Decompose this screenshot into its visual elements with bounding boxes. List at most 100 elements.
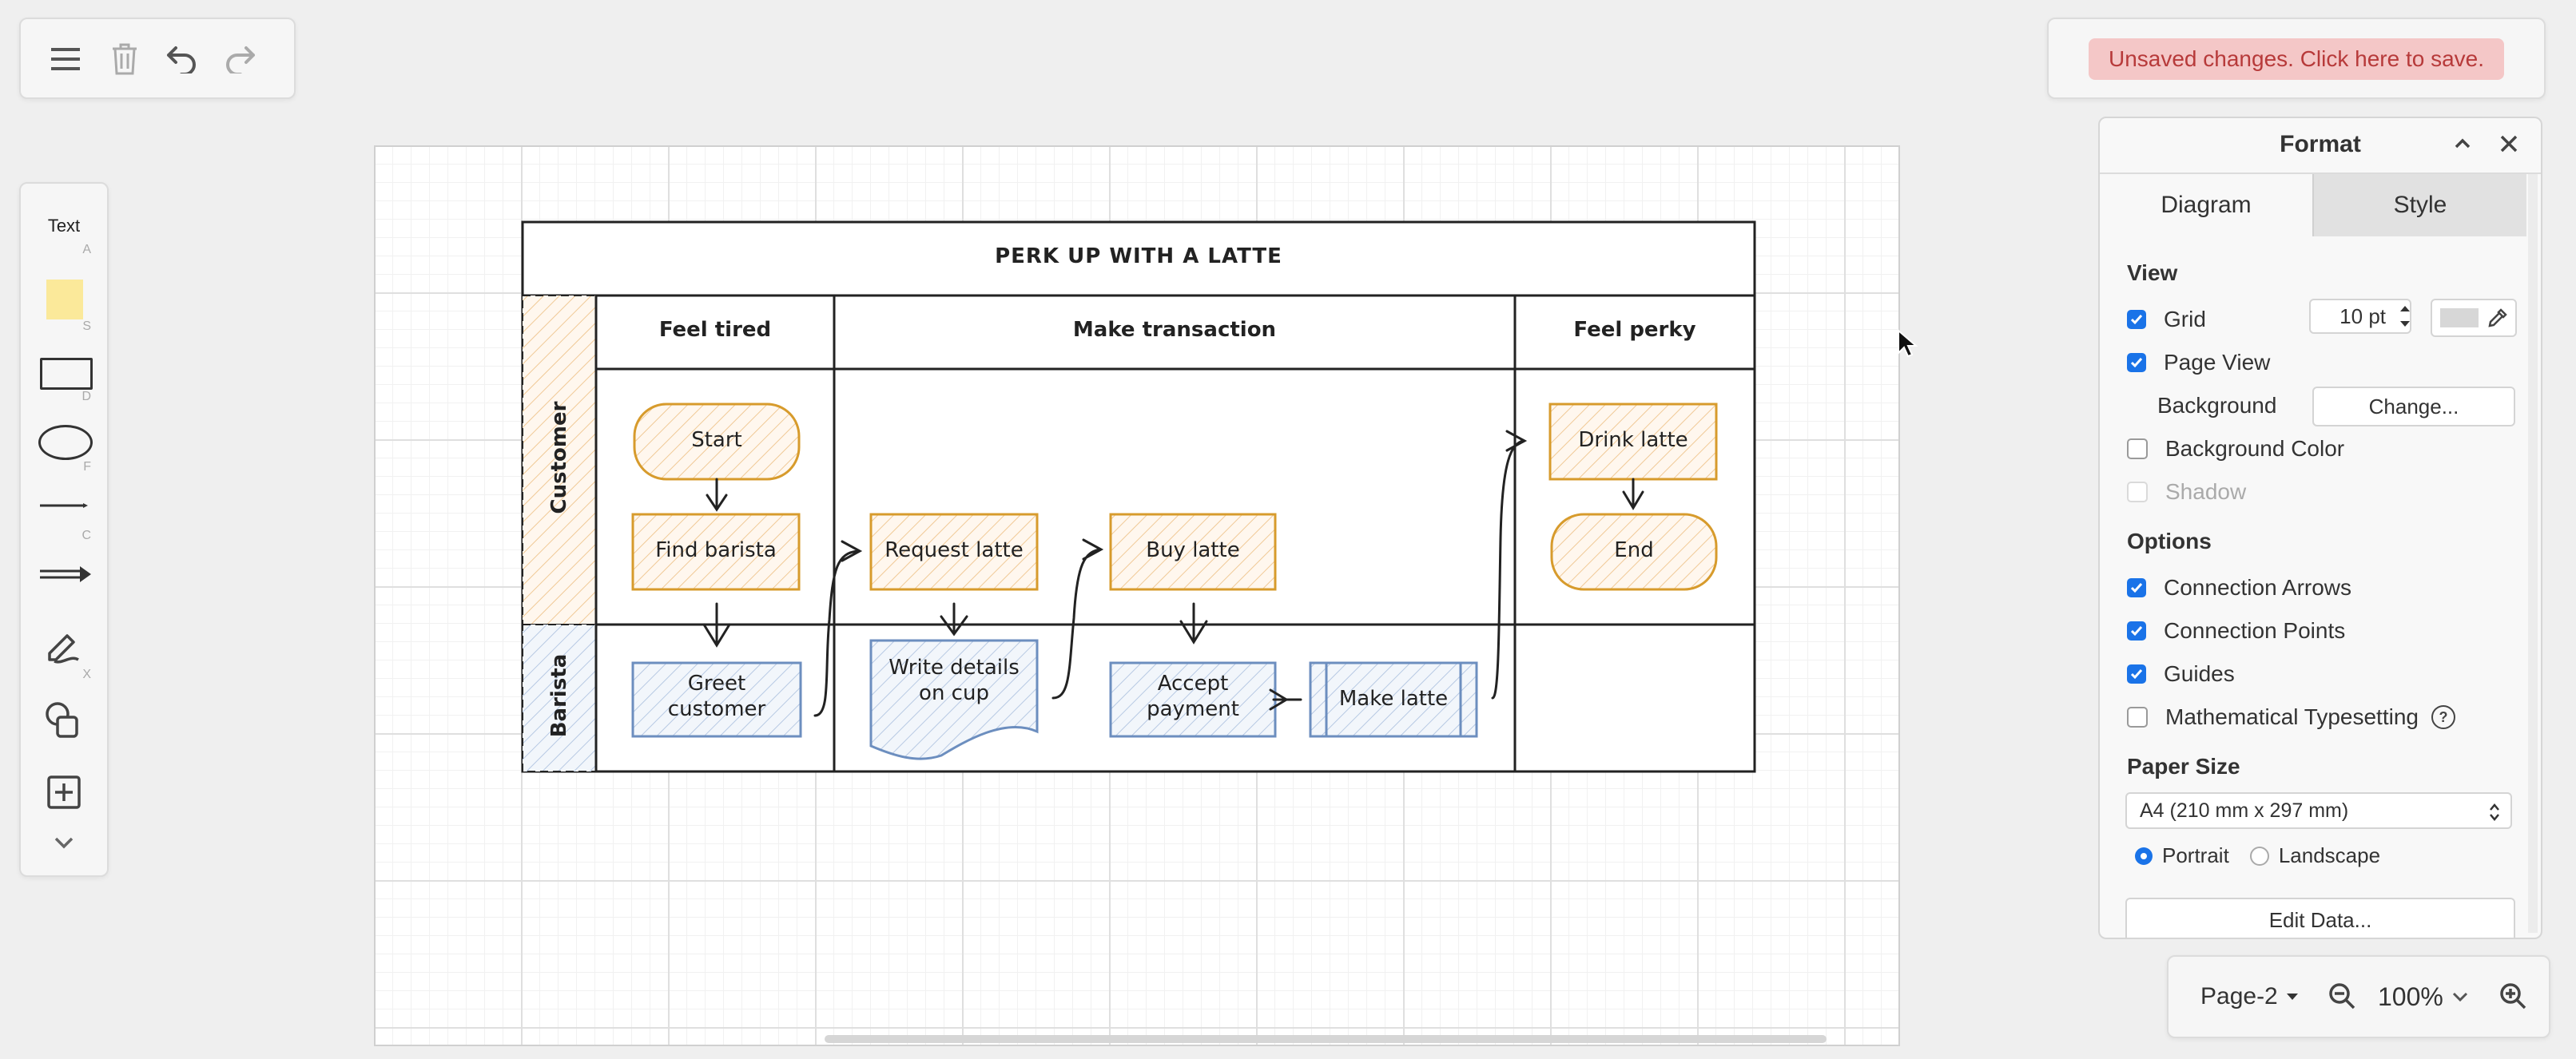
zoom-out-icon <box>2329 983 2355 1009</box>
math-typesetting-checkbox[interactable] <box>2127 707 2148 728</box>
shapes-icon <box>46 702 78 738</box>
node-greet-label: Greet customer <box>667 672 766 721</box>
grid-label: Grid <box>2164 307 2206 331</box>
view-heading: View <box>2127 260 2178 285</box>
connection-points-label: Connection Points <box>2164 618 2346 643</box>
background-color-checkbox[interactable] <box>2127 438 2148 459</box>
check-icon <box>2130 583 2143 593</box>
edit-data-button[interactable]: Edit Data... <box>2125 898 2515 938</box>
check-icon <box>2130 626 2143 637</box>
node-greet-customer[interactable] <box>631 661 802 738</box>
connectors <box>702 430 1644 717</box>
unsaved-changes-button[interactable]: Unsaved changes. Click here to save. <box>2089 38 2504 80</box>
delete-button[interactable] <box>101 35 149 83</box>
main-toolbar <box>19 18 296 99</box>
horizontal-scrollbar[interactable] <box>825 1035 1827 1043</box>
paper-size-select[interactable]: A4 (210 mm x 297 mm) <box>2125 792 2512 829</box>
lane-barista-label[interactable]: Barista <box>547 653 571 738</box>
close-button[interactable] <box>2495 129 2523 158</box>
sticky-note-tool[interactable] <box>46 280 83 319</box>
math-typesetting-label: Mathematical Typesetting <box>2165 704 2419 729</box>
select-arrows-icon <box>2490 803 2499 821</box>
help-icon[interactable]: ? <box>2431 705 2455 729</box>
more-tools[interactable] <box>50 831 78 855</box>
connection-arrows-label: Connection Arrows <box>2164 575 2352 600</box>
grid-color-button[interactable] <box>2431 299 2517 337</box>
change-background-button[interactable]: Change... <box>2312 387 2515 426</box>
text-tool[interactable]: Text A <box>47 216 91 256</box>
tab-style[interactable]: Style <box>2312 174 2526 236</box>
background-color-row: Background Color <box>2127 436 2344 462</box>
ellipse-tool[interactable] <box>38 425 93 460</box>
lane-customer-label[interactable]: Customer <box>547 401 571 514</box>
node-make-latte-label: Make latte <box>1338 687 1449 711</box>
node-find-barista[interactable] <box>631 513 801 591</box>
grid-size-stepper[interactable] <box>2397 299 2413 334</box>
diagram <box>521 220 1756 773</box>
node-start-label: Start <box>691 428 742 452</box>
page-view-checkbox[interactable] <box>2127 353 2146 372</box>
orientation-row: Portrait Landscape <box>2127 843 2380 868</box>
portrait-label: Portrait <box>2162 843 2229 867</box>
node-request-latte-label: Request latte <box>885 538 1024 562</box>
zoom-in-button[interactable] <box>2498 981 2530 1013</box>
phase-make-transaction[interactable]: Make transaction <box>1072 318 1277 342</box>
check-icon <box>2130 315 2143 325</box>
insert-tool[interactable] <box>46 775 81 810</box>
portrait-radio[interactable] <box>2135 847 2153 865</box>
tab-diagram[interactable]: Diagram <box>2161 192 2252 218</box>
lane-header-barista[interactable] <box>522 624 597 772</box>
eyedropper-icon <box>2488 308 2507 327</box>
grid-row: Grid <box>2127 307 2206 332</box>
redo-icon <box>226 46 255 73</box>
arrow-tool[interactable] <box>38 562 93 586</box>
node-make-latte[interactable] <box>1309 661 1478 738</box>
menu-button[interactable] <box>42 35 89 83</box>
lane-header-customer[interactable] <box>522 295 597 625</box>
phase-feel-tired[interactable]: Feel tired <box>658 318 772 342</box>
close-icon <box>2500 135 2518 153</box>
undo-button[interactable] <box>158 35 206 83</box>
grid-checkbox[interactable] <box>2127 310 2146 329</box>
node-write-details[interactable] <box>869 639 1039 760</box>
redo-button[interactable] <box>216 35 264 83</box>
mouse-cursor-icon <box>1898 329 1918 358</box>
node-buy-latte[interactable] <box>1109 513 1277 591</box>
plus-square-icon <box>47 775 81 809</box>
menu-icon <box>51 48 80 70</box>
shadow-label: Shadow <box>2165 479 2247 504</box>
connection-arrows-row: Connection Arrows <box>2127 575 2351 601</box>
format-scrollbar[interactable] <box>2528 174 2538 933</box>
freehand-tool[interactable] <box>43 626 88 666</box>
zoom-level-select[interactable]: 100% <box>2378 979 2469 1014</box>
grid-size-input[interactable]: 10 pt <box>2309 299 2411 334</box>
guides-row: Guides <box>2127 661 2235 687</box>
rectangle-tool[interactable] <box>40 358 93 390</box>
shapes-tool[interactable] <box>43 700 85 740</box>
format-panel: Format Diagram Style View Grid 10 pt Pag… <box>2098 117 2542 939</box>
line-tool[interactable] <box>38 494 89 518</box>
node-accept-label: Accept payment <box>1147 672 1239 721</box>
diagram-canvas[interactable]: PERK UP WITH A LATTE Feel tired Make tra… <box>374 145 1900 1046</box>
node-end[interactable] <box>1550 513 1718 591</box>
check-icon <box>2130 358 2143 368</box>
node-request-latte[interactable] <box>869 513 1039 591</box>
node-accept-payment[interactable] <box>1109 661 1277 738</box>
guides-label: Guides <box>2164 661 2235 686</box>
node-drink-latte-label: Drink latte <box>1578 428 1688 452</box>
shapes-panel: Text A S D F C X <box>19 182 109 877</box>
shadow-checkbox[interactable] <box>2127 482 2148 502</box>
connection-arrows-checkbox[interactable] <box>2127 578 2146 597</box>
page-view-label: Page View <box>2164 350 2271 375</box>
phase-feel-perky[interactable]: Feel perky <box>1573 318 1696 342</box>
paper-size-heading: Paper Size <box>2127 754 2240 779</box>
page-selector[interactable]: Page-2 <box>2200 979 2300 1014</box>
connection-points-checkbox[interactable] <box>2127 621 2146 641</box>
background-label: Background <box>2157 393 2277 418</box>
landscape-radio[interactable] <box>2249 846 2269 866</box>
collapse-button[interactable] <box>2448 129 2477 158</box>
diagram-title[interactable]: PERK UP WITH A LATTE <box>995 244 1282 268</box>
zoom-out-button[interactable] <box>2327 981 2359 1013</box>
guides-checkbox[interactable] <box>2127 664 2146 684</box>
zoom-in-icon <box>2500 983 2526 1009</box>
